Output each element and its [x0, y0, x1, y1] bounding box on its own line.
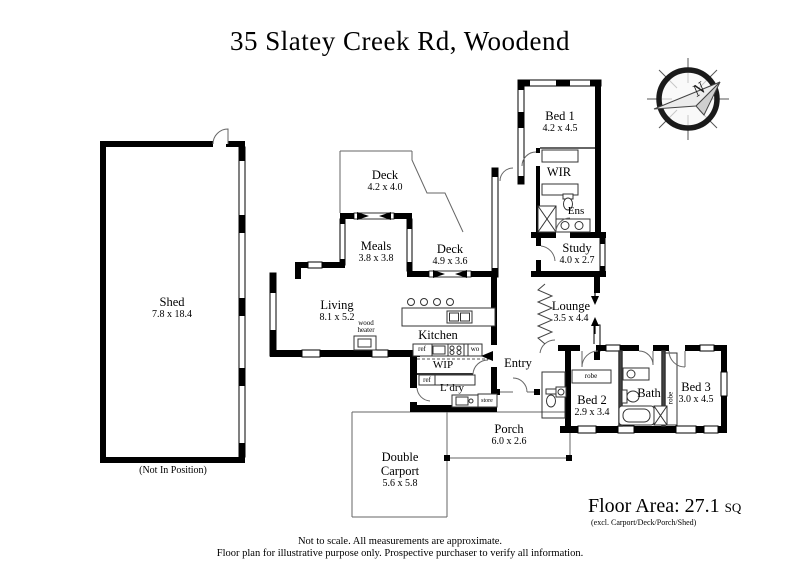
lounge-label: Lounge 3.5 x 4.4 — [551, 299, 591, 324]
shed-structure — [100, 128, 246, 463]
porch-label: Porch 6.0 x 2.6 — [491, 422, 527, 447]
hall-arrow-up — [591, 317, 599, 326]
kitchen-sink — [432, 345, 446, 355]
wir-shelf-top — [541, 149, 579, 163]
wip-shelf — [434, 374, 476, 386]
wip-door — [472, 359, 489, 375]
wir-door — [521, 151, 537, 167]
bed2-label: Bed 2 2.9 x 3.4 — [574, 393, 610, 418]
fixtures — [353, 193, 668, 426]
ens-toilet — [563, 197, 573, 211]
wall-oven-label: wo — [470, 345, 480, 353]
bath-toilet — [626, 390, 640, 403]
wall-break-zigzag — [536, 283, 554, 345]
carport-label: Double Carport 5.6 x 5.8 — [380, 450, 420, 489]
floor-area-value: Floor Area: 27.1 — [588, 495, 720, 517]
bed3-robe-closet — [664, 352, 678, 426]
bed3-label: Bed 3 3.0 x 4.5 — [678, 380, 714, 405]
shed-door-arc — [212, 128, 229, 145]
wood-heater-label: wood heater — [357, 319, 375, 335]
study-label: Study 4.0 x 2.7 — [559, 241, 595, 266]
ens-door — [555, 217, 571, 233]
meals-slider-arrow-right — [357, 212, 369, 220]
store-label: store — [481, 398, 493, 404]
page-title: 35 Slatey Creek Rd, Woodend — [229, 26, 571, 56]
wip-fridge-label: ref — [423, 376, 431, 384]
entry-label: Entry — [504, 356, 532, 370]
hall-arrow-down — [591, 296, 599, 305]
compass-icon: N — [647, 58, 729, 140]
bed1-label: Bed 1 4.2 x 4.5 — [542, 109, 578, 134]
laundry-door — [416, 387, 431, 402]
wir-shelf-bottom — [541, 183, 579, 196]
ens-basin-1 — [560, 221, 570, 230]
living-slider-arrow-left — [455, 270, 467, 278]
wir-label: WIR — [546, 165, 572, 179]
bed3-robe-label: robe — [666, 391, 675, 405]
stool-4 — [446, 298, 454, 306]
disclaimer-line-2: Floor plan for illustrative purpose only… — [216, 548, 584, 559]
meals-label: Meals 3.8 x 3.8 — [358, 239, 394, 264]
study-door — [540, 245, 556, 262]
floor-area-unit: SQ — [724, 500, 742, 515]
disclaimer-line-1: Not to scale. All measurements are appro… — [297, 536, 503, 547]
wc-toilet — [546, 394, 556, 408]
bed2-robe-closet — [571, 369, 612, 384]
entry-door — [512, 377, 528, 393]
meals-slider-arrow-left — [379, 212, 391, 220]
bath-label: Bath — [637, 386, 661, 400]
stool-3 — [433, 298, 441, 306]
bath-basin — [626, 369, 636, 379]
floor-area: Floor Area: 27.1 SQ — [588, 495, 741, 518]
deck-outline — [339, 150, 464, 233]
store-closet — [477, 393, 498, 408]
stool-2 — [420, 298, 428, 306]
wc-toilet-tank — [545, 388, 558, 395]
flow-arrows — [357, 212, 599, 361]
deck-top-label: Deck 4.2 x 4.0 — [367, 168, 403, 193]
ens-basin-2 — [574, 221, 584, 230]
bed2-robe-label: robe — [584, 372, 598, 380]
living-slider-arrow-right — [433, 270, 445, 278]
kitchen-label: Kitchen — [418, 328, 458, 342]
carport-porch-outline — [351, 391, 571, 518]
interior-partitions — [540, 147, 678, 427]
bath-door — [638, 350, 654, 366]
bath-toilet-tank — [621, 389, 628, 404]
living-label: Living 8.1 x 5.2 — [319, 298, 355, 323]
kitchen-fridge-label: ref — [418, 345, 426, 353]
floor-area-exclusions: (excl. Carport/Deck/Porch/Shed) — [591, 518, 697, 527]
bed3-door — [668, 350, 686, 368]
house-walls — [269, 79, 728, 434]
entry-arrow — [481, 351, 493, 361]
wip-label: WIP — [432, 359, 454, 371]
stool-1 — [407, 298, 415, 306]
shed-note: (Not In Position) — [139, 465, 207, 476]
laundry-label: L’dry — [439, 382, 465, 394]
deck-door — [499, 167, 514, 182]
shed-label: Shed 7.8 x 18.4 — [152, 295, 192, 320]
bed2-door — [581, 350, 599, 368]
ens-label: Ens — [567, 205, 585, 217]
deck-steps — [411, 151, 464, 233]
deck-mid-label: Deck 4.9 x 3.6 — [432, 242, 468, 267]
